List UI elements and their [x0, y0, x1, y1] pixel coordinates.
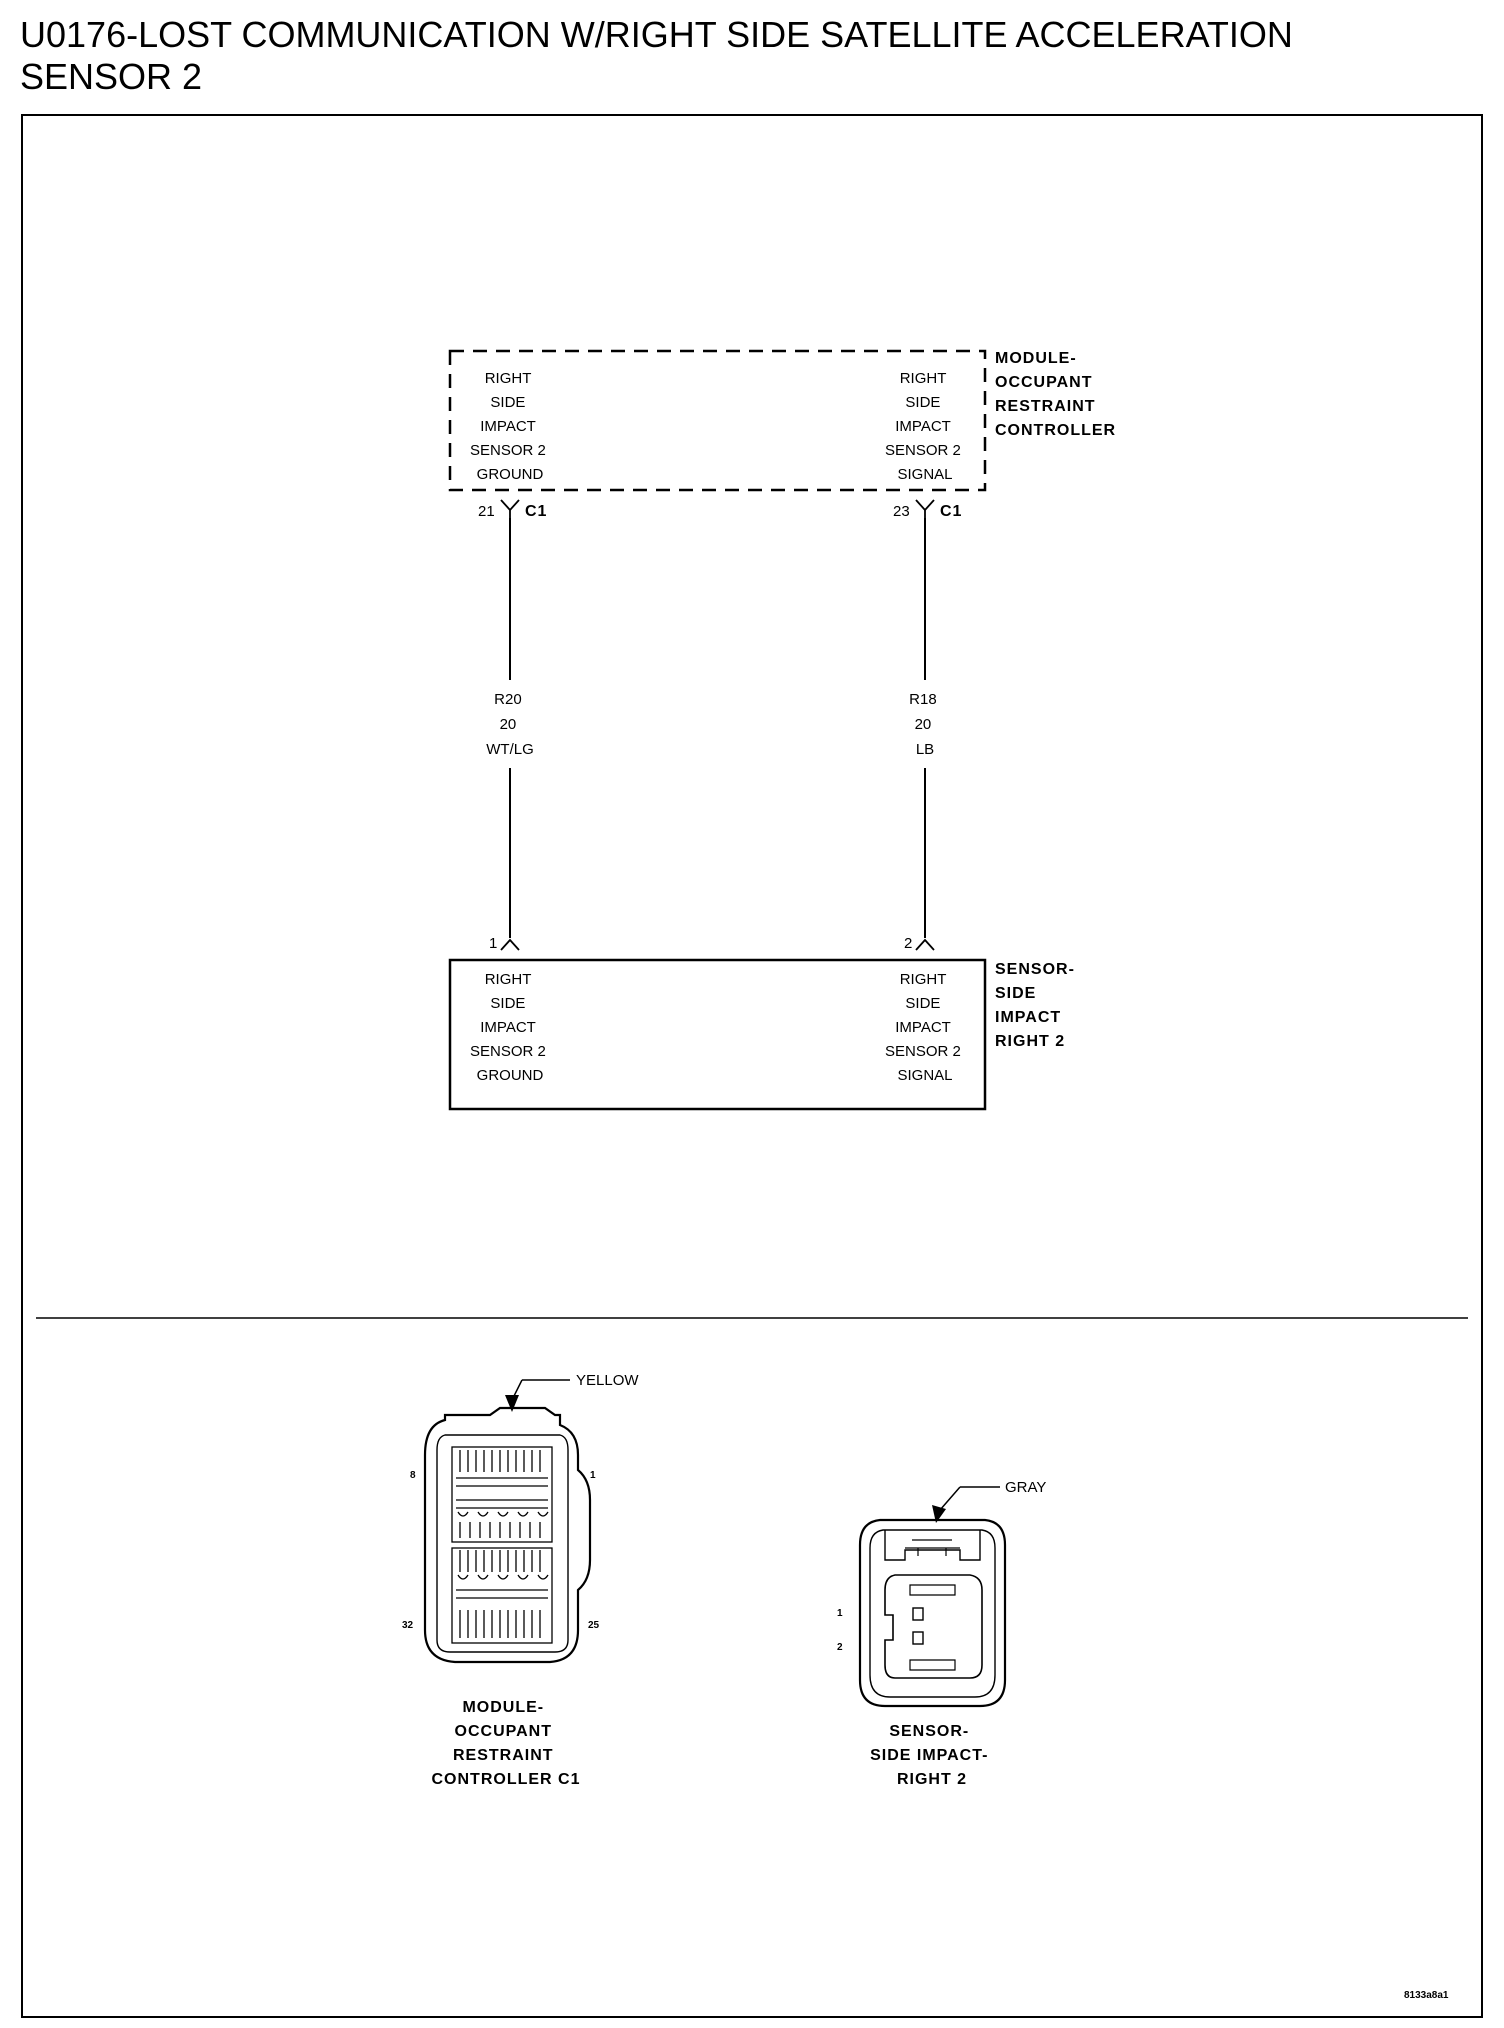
- latch-detail: [905, 1539, 960, 1556]
- wire-gauge: 20: [500, 716, 517, 733]
- controller-left-pin-line: SIDE: [490, 394, 525, 411]
- pin-2-terminal: [912, 1631, 924, 1645]
- sensor-left-pin-line: RIGHT: [485, 971, 532, 988]
- sensor-module: RIGHT SIDE IMPACT SENSOR 2 GROUND RIGHT …: [448, 958, 1080, 1111]
- sensor-connector-view: GRAY 1 2 SENSOR- SIDE IMPACT- RIGHT 2: [837, 1479, 1046, 1788]
- connector-symbol-icon: [500, 499, 520, 518]
- controller-right-pin-line: SIDE: [905, 394, 940, 411]
- controller-connector-view: YELLOW 8 1 32 25 MODULE- OCCUPANT RESTRA…: [402, 1372, 639, 1788]
- wire-color: LB: [916, 741, 934, 758]
- controller-module-box: [448, 349, 987, 492]
- pin-symbol-icon: [500, 938, 520, 951]
- color-pointer-icon: [939, 1486, 1000, 1511]
- pin-cavities-lower: [451, 1547, 553, 1644]
- connector-caption: MODULE- OCCUPANT RESTRAINT CONTROLLER C1: [432, 1699, 581, 1788]
- svg-text:R20 20 WT/LG: R20 20 WT/LG: [486, 691, 534, 758]
- arrow-icon: [932, 1505, 946, 1523]
- pin-number: 23: [893, 503, 910, 520]
- sensor-right-pin-line: SENSOR 2: [885, 1043, 961, 1060]
- title-line-1: U0176-LOST COMMUNICATION W/RIGHT SIDE SA…: [20, 14, 1293, 55]
- controller-right-pin-line: SIGNAL: [897, 466, 952, 483]
- svg-text:RIGHT SIDE IMPACT: RIGHT SIDE IMPACT SENSOR 2 GROUND: [470, 971, 550, 1084]
- connector-housing-outline: [423, 1406, 592, 1664]
- controller-right-pin-line: IMPACT: [895, 418, 950, 435]
- wire-circuit: R18: [909, 691, 937, 708]
- terminal-cavity: [884, 1574, 983, 1679]
- pin-cavities-upper: [451, 1446, 553, 1543]
- page-title: U0176-LOST COMMUNICATION W/RIGHT SIDE SA…: [20, 14, 1490, 98]
- color-pointer-icon: [511, 1379, 570, 1401]
- wire-left: R20 20 WT/LG: [486, 518, 534, 938]
- connector-caption: SENSOR- SIDE IMPACT- RIGHT 2: [870, 1723, 994, 1788]
- sensor-module-box: [448, 958, 987, 1111]
- svg-text:R18 20 LB: R18 20 LB: [909, 691, 941, 758]
- controller-connector-right: 23 C1: [893, 499, 962, 520]
- svg-text:RIGHT SIDE IMPACT: RIGHT SIDE IMPACT SENSOR 2 SIGNAL: [885, 370, 965, 483]
- pin-label: 1: [590, 1470, 596, 1481]
- controller-module: RIGHT SIDE IMPACT SENSOR 2 GROUND RIGHT …: [448, 349, 1116, 492]
- sensor-right-pin-line: SIGNAL: [897, 1067, 952, 1084]
- controller-left-pin-line: SENSOR 2: [470, 442, 546, 459]
- sensor-left-pin-line: SIDE: [490, 995, 525, 1012]
- pin-label: 25: [588, 1620, 600, 1631]
- pin-1-terminal: [912, 1607, 924, 1621]
- pin-number: 21: [478, 503, 495, 520]
- arrow-icon: [505, 1395, 519, 1412]
- connector-id: C1: [940, 503, 962, 520]
- connector-symbol-icon: [915, 499, 935, 518]
- diagram-frame: [21, 114, 1483, 2018]
- controller-module-name: MODULE- OCCUPANT RESTRAINT CONTROLLER: [995, 350, 1116, 439]
- controller-connector-left: 21 C1: [478, 499, 547, 520]
- pin-label: 32: [402, 1620, 414, 1631]
- connector-housing-inner: [436, 1434, 569, 1653]
- sensor-pin-left: 1: [489, 935, 520, 952]
- wire-circuit: R20: [494, 691, 522, 708]
- sensor-left-pin-line: GROUND: [477, 1067, 544, 1084]
- connector-color-label: YELLOW: [576, 1372, 639, 1389]
- sensor-right-pin-line: SIDE: [905, 995, 940, 1012]
- pin-number: 1: [489, 935, 497, 952]
- pin-label: 2: [837, 1642, 843, 1653]
- wire-right: R18 20 LB: [909, 518, 941, 938]
- pin-number: 2: [904, 935, 912, 952]
- svg-text:RIGHT SIDE IMPACT: RIGHT SIDE IMPACT SENSOR 2 GROUND: [470, 370, 550, 483]
- controller-right-pin-line: SENSOR 2: [885, 442, 961, 459]
- sensor-left-pin-line: SENSOR 2: [470, 1043, 546, 1060]
- connector-housing-outline: [858, 1518, 1007, 1708]
- connector-id: C1: [525, 503, 547, 520]
- terminal-key: [909, 1584, 956, 1671]
- connector-color-label: GRAY: [1005, 1479, 1046, 1496]
- figure-id: 8133a8a1: [1404, 1990, 1449, 2001]
- wire-color: WT/LG: [486, 741, 534, 758]
- pin-symbol-icon: [915, 938, 935, 951]
- controller-left-pin-line: GROUND: [477, 466, 544, 483]
- controller-left-pin-line: IMPACT: [480, 418, 535, 435]
- wire-gauge: 20: [915, 716, 932, 733]
- sensor-module-name: SENSOR- SIDE IMPACT RIGHT 2: [995, 961, 1080, 1050]
- controller-left-pin-line: RIGHT: [485, 370, 532, 387]
- sensor-left-pin-line: IMPACT: [480, 1019, 535, 1036]
- sensor-right-pin-line: RIGHT: [900, 971, 947, 988]
- sensor-pin-right: 2: [904, 935, 935, 952]
- svg-text:RIGHT SIDE IMPACT: RIGHT SIDE IMPACT SENSOR 2 SIGNAL: [885, 971, 965, 1084]
- pin-label: 1: [837, 1608, 843, 1619]
- pin-label: 8: [410, 1470, 416, 1481]
- sensor-right-pin-line: IMPACT: [895, 1019, 950, 1036]
- controller-right-pin-line: RIGHT: [900, 370, 947, 387]
- connector-housing-inner: [869, 1529, 996, 1698]
- latch-outline: [884, 1530, 981, 1561]
- title-line-2: SENSOR 2: [20, 56, 203, 97]
